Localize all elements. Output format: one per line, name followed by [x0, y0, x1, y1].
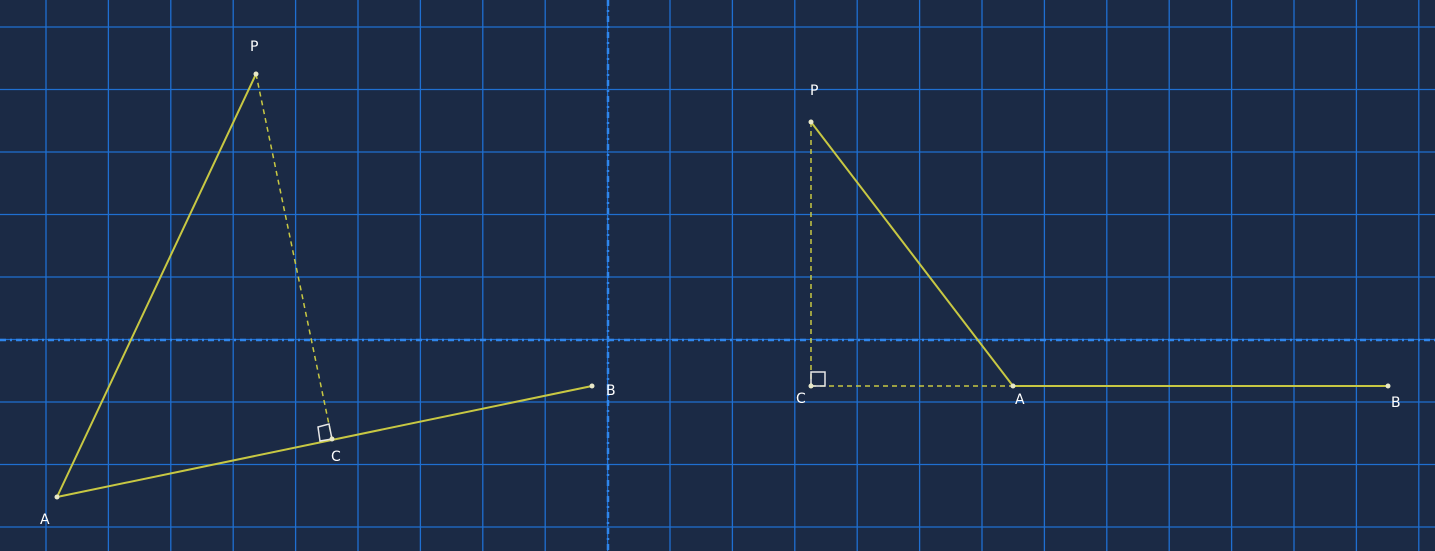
left-segment-pa [56, 73, 257, 498]
right-label-b: B [1391, 395, 1401, 411]
right-point-a [1010, 383, 1016, 389]
left-point-b [589, 383, 595, 389]
right-segment-pa [810, 121, 1014, 387]
left-point-p [253, 71, 259, 77]
left-point-a [54, 494, 60, 500]
left-point-c [329, 436, 335, 442]
left-figure: P A B C [40, 39, 616, 528]
right-point-b [1385, 383, 1391, 389]
right-label-p: P [810, 83, 818, 99]
left-label-c: C [331, 449, 341, 465]
right-label-c: C [796, 391, 806, 407]
left-label-p: P [250, 39, 258, 55]
right-point-p [808, 119, 814, 125]
left-perpendicular-pc [255, 73, 333, 440]
right-figure: P C A B [796, 83, 1401, 411]
left-label-a: A [40, 512, 50, 528]
left-label-b: B [606, 383, 616, 399]
left-segment-ab [56, 385, 593, 498]
right-right-angle-marker [810, 371, 826, 387]
right-label-a: A [1015, 392, 1025, 408]
right-point-c [808, 383, 814, 389]
